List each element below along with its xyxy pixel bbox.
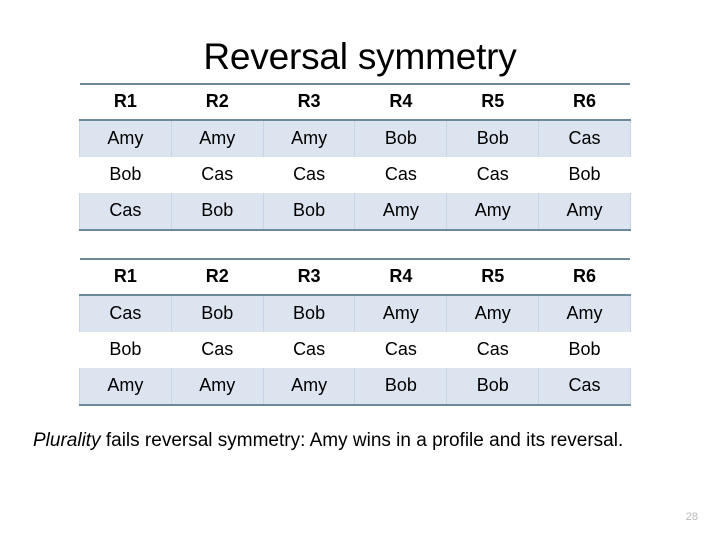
profile-table-original: R1 R2 R3 R4 R5 R6 Amy Amy Amy Bob Bob Ca… <box>79 83 631 231</box>
table-header: R1 R2 R3 R4 R5 R6 <box>79 84 631 120</box>
table-cell: Amy <box>354 193 448 230</box>
table-cell: Amy <box>354 295 448 332</box>
table-cell: Amy <box>538 193 631 230</box>
table-cell: Bob <box>538 157 631 193</box>
column-header-r3: R3 <box>263 84 355 120</box>
table-cell: Cas <box>263 157 355 193</box>
table-cell: Cas <box>171 157 264 193</box>
table-cell: Bob <box>170 295 264 332</box>
column-header-r6: R6 <box>538 84 631 120</box>
table-cell: Bob <box>354 368 448 405</box>
caption-text: fails reversal symmetry: Amy wins in a p… <box>100 430 624 451</box>
profile-table-reversed: R1 R2 R3 R4 R5 R6 Cas Bob Bob Amy Amy Am… <box>79 258 631 406</box>
column-header-r4: R4 <box>354 84 447 120</box>
table-cell: Amy <box>446 193 540 230</box>
table-cell: Bob <box>262 295 356 332</box>
table-cell: Cas <box>446 157 539 193</box>
column-header-r2: R2 <box>171 259 264 295</box>
table-cell: Bob <box>262 193 356 230</box>
table-cell: Amy <box>170 120 264 157</box>
column-header-r5: R5 <box>446 259 539 295</box>
table-cell: Bob <box>446 368 540 405</box>
table-cell: Cas <box>538 120 631 157</box>
table-row: Cas Bob Bob Amy Amy Amy <box>79 193 631 230</box>
column-header-r3: R3 <box>263 259 355 295</box>
table-cell: Cas <box>538 368 631 405</box>
column-header-r5: R5 <box>446 84 539 120</box>
table-cell: Bob <box>79 332 172 368</box>
table-cell: Bob <box>79 157 172 193</box>
table-row: Bob Cas Cas Cas Cas Bob <box>79 332 631 368</box>
table-cell: Amy <box>79 120 172 157</box>
table-cell: Cas <box>263 332 355 368</box>
table-cell: Amy <box>79 368 172 405</box>
table-cell: Bob <box>538 332 631 368</box>
header-row: R1 R2 R3 R4 R5 R6 <box>79 84 631 120</box>
column-header-r1: R1 <box>79 84 172 120</box>
table-body: Amy Amy Amy Bob Bob Cas Bob Cas Cas Cas … <box>79 120 631 230</box>
table-cell: Cas <box>446 332 539 368</box>
column-header-r6: R6 <box>538 259 631 295</box>
header-row: R1 R2 R3 R4 R5 R6 <box>79 259 631 295</box>
slide-caption: Plurality fails reversal symmetry: Amy w… <box>33 427 705 454</box>
table-cell: Amy <box>262 368 356 405</box>
table-cell: Amy <box>262 120 356 157</box>
table-cell: Amy <box>170 368 264 405</box>
table-row: Amy Amy Amy Bob Bob Cas <box>79 368 631 405</box>
page-title: Reversal symmetry <box>203 36 517 77</box>
column-header-r4: R4 <box>354 259 447 295</box>
table-row: Cas Bob Bob Amy Amy Amy <box>79 295 631 332</box>
column-header-r2: R2 <box>171 84 264 120</box>
table-cell: Bob <box>170 193 264 230</box>
table-cell: Cas <box>171 332 264 368</box>
caption-emphasis: Plurality <box>33 430 101 451</box>
table-body: Cas Bob Bob Amy Amy Amy Bob Cas Cas Cas … <box>79 295 631 405</box>
table-cell: Cas <box>354 332 447 368</box>
table-cell: Cas <box>79 295 172 332</box>
table-cell: Amy <box>446 295 540 332</box>
table-row: Amy Amy Amy Bob Bob Cas <box>79 120 631 157</box>
table-cell: Amy <box>538 295 631 332</box>
page-number: 28 <box>685 511 698 523</box>
table-cell: Cas <box>354 157 447 193</box>
table-row: Bob Cas Cas Cas Cas Bob <box>79 157 631 193</box>
table-cell: Bob <box>446 120 540 157</box>
table-cell: Cas <box>79 193 172 230</box>
table-header: R1 R2 R3 R4 R5 R6 <box>79 259 631 295</box>
column-header-r1: R1 <box>79 259 172 295</box>
table-cell: Bob <box>354 120 448 157</box>
